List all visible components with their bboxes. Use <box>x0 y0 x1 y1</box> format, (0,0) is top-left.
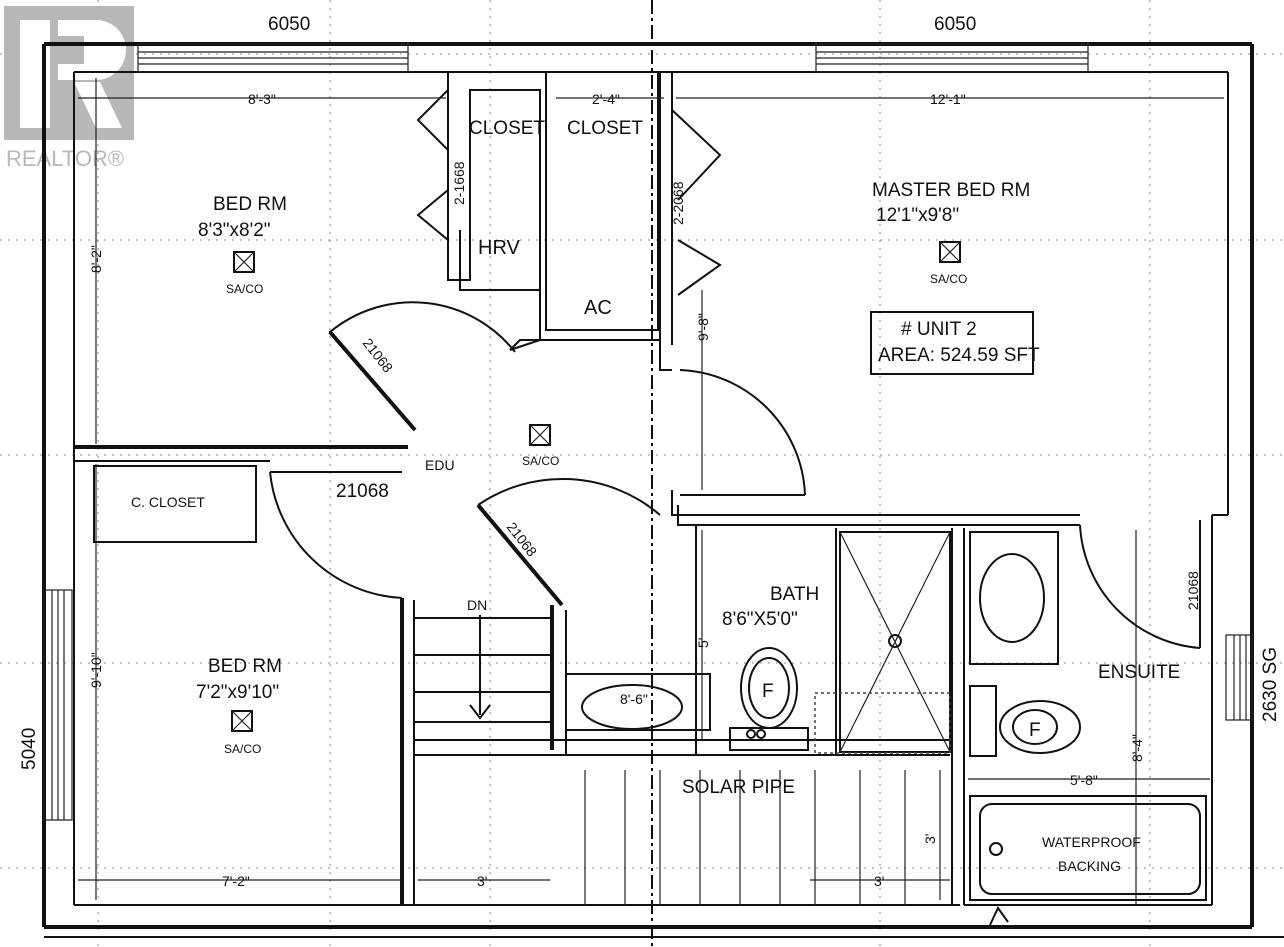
dim-8-3: 8'-3" <box>248 91 276 107</box>
realtor-logo: REALTOR® <box>4 6 134 171</box>
dim-3-c: 3' <box>874 873 884 889</box>
closet-door-right-label: 2-2068 <box>670 181 686 225</box>
unit-info-box: # UNIT 2 AREA: 524.59 SFT <box>870 311 1040 375</box>
door-labels: 21068 21068 21068 21068 2-1668 2-2068 <box>336 161 1201 610</box>
bath-name: BATH <box>770 584 819 605</box>
sensor-label-hall: SA/CO <box>522 454 559 468</box>
ensuite-fixtures: F <box>969 531 1207 901</box>
ensuite-name: ENSUITE <box>1098 662 1180 683</box>
interior-walls <box>74 72 1228 906</box>
sensor-bed2: SA/CO <box>224 710 261 756</box>
master-size: 12'1"x9'8" <box>876 205 959 226</box>
edu-label: EDU <box>425 457 455 473</box>
c-closet-name: C. CLOSET <box>131 494 205 510</box>
ensuite-toilet-mark: F <box>1029 720 1041 741</box>
closet-door-left-label: 2-1668 <box>451 161 467 205</box>
master-name: MASTER BED RM <box>872 180 1030 201</box>
dim-5-8: 5'-8" <box>1070 772 1098 788</box>
dim-3-a: 3' <box>922 834 938 844</box>
bath-toilet-mark: F <box>762 681 774 702</box>
sensor-master: SA/CO <box>930 241 967 286</box>
sensor-label-bed1: SA/CO <box>226 282 263 296</box>
door-bed2-label: 21068 <box>336 481 389 502</box>
hrv-label: HRV <box>478 237 521 259</box>
bed1-size: 8'3"x8'2" <box>198 220 271 241</box>
closet1-name: CLOSET <box>469 118 545 139</box>
bath-size: 8'6"X5'0" <box>722 609 798 630</box>
ac-label: AC <box>584 297 612 319</box>
dim-9-8: 9'-8" <box>695 313 711 341</box>
room-labels: BED RM 8'3"x8'2" BED RM 7'2"x9'10" MASTE… <box>131 118 1180 874</box>
realtor-logo-text: REALTOR® <box>6 146 124 171</box>
closet-doors <box>416 89 722 296</box>
sensors: SA/CO SA/CO SA/CO SA/CO <box>224 241 967 756</box>
sensor-label-bed2: SA/CO <box>224 742 261 756</box>
waterproof-label-1: WATERPROOF <box>1042 834 1141 850</box>
dim-12-1: 12'-1" <box>930 91 966 107</box>
bed2-size: 7'2"x9'10" <box>196 682 279 703</box>
door-swings <box>269 301 1201 649</box>
windows <box>43 43 1253 821</box>
dim-2-4: 2'-4" <box>592 91 620 107</box>
sensor-bed1: SA/CO <box>226 251 263 296</box>
bath-fixtures: F <box>565 531 951 754</box>
bed1-name: BED RM <box>213 194 287 215</box>
dim-3-b: 3' <box>477 873 487 889</box>
dim-9-10: 9'-10" <box>88 652 104 688</box>
unit-area: AREA: 524.59 SFT <box>878 345 1040 366</box>
dn-label: DN <box>467 597 487 613</box>
top-dim-right: 6050 <box>934 14 976 35</box>
dim-5: 5' <box>695 638 711 648</box>
bed2-name: BED RM <box>208 656 282 677</box>
sensor-hall: SA/CO <box>522 424 559 468</box>
dimension-labels: 8'-3" 2'-4" 12'-1" 8'-2" 9'-8" 9'-10" 5'… <box>88 91 1145 889</box>
dim-7-2: 7'-2" <box>222 873 250 889</box>
side-dim-left: 5040 <box>19 728 40 770</box>
closet2-name: CLOSET <box>567 118 643 139</box>
stairs <box>414 615 552 723</box>
solar-pipe-label: SOLAR PIPE <box>682 777 795 798</box>
waterproof-label-2: BACKING <box>1058 858 1121 874</box>
dim-8-6: 8'-6" <box>620 691 648 707</box>
entry-arrow <box>989 906 1009 926</box>
unit-number: # UNIT 2 <box>901 319 977 340</box>
side-dim-right: 2630 SG <box>1260 647 1281 722</box>
dim-8-4: 8'-4" <box>1129 734 1145 762</box>
dim-8-2: 8'-2" <box>88 245 104 273</box>
top-dim-left: 6050 <box>268 14 310 35</box>
sensor-label-master: SA/CO <box>930 272 967 286</box>
door-ensuite-label: 21068 <box>1185 571 1201 610</box>
dimension-lines <box>78 78 1224 905</box>
